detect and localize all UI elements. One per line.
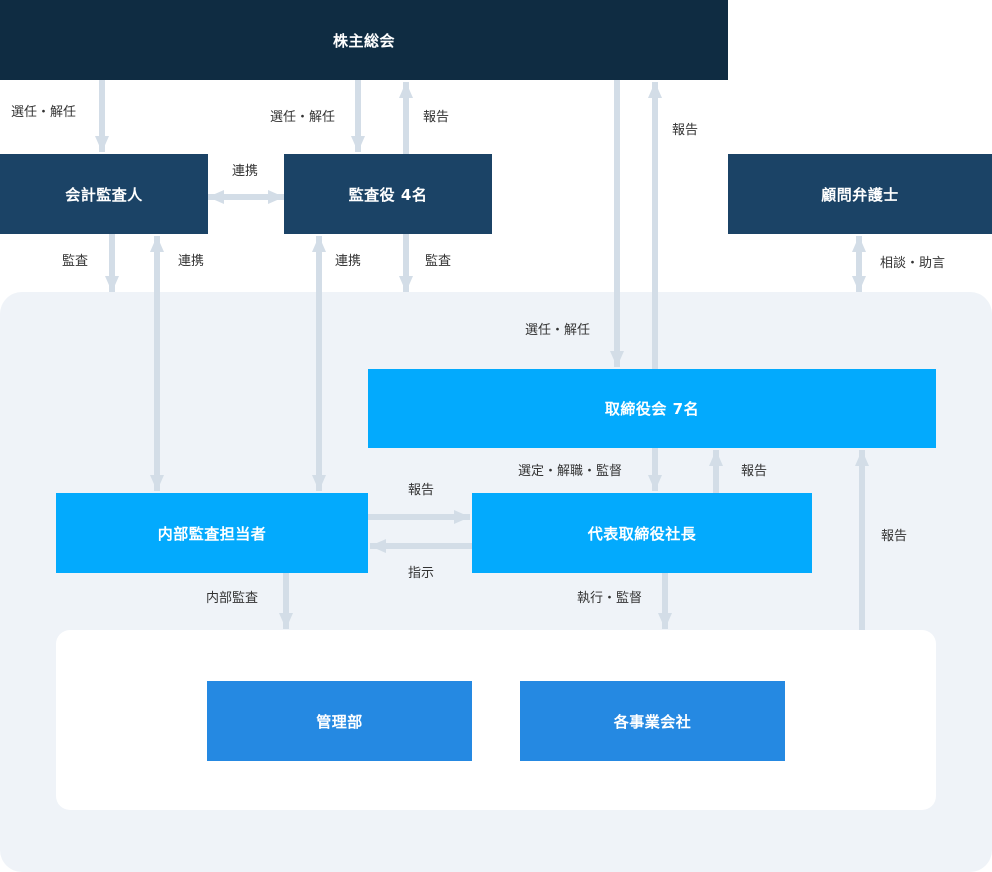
label-report-board: 報告 bbox=[672, 123, 699, 138]
label-consult-advice: 相談・助言 bbox=[880, 256, 946, 271]
departments-panel bbox=[56, 630, 936, 810]
label-report-internal-audit: 報告 bbox=[408, 483, 435, 498]
label-cooperation-auditors: 連携 bbox=[335, 254, 362, 269]
label-elect-dismiss-accounting: 選任・解任 bbox=[11, 105, 77, 120]
label-internal-audit: 内部監査 bbox=[206, 591, 259, 606]
admin-dept-box: 管理部 bbox=[207, 681, 472, 761]
label-execute-supervise: 執行・監督 bbox=[577, 591, 643, 606]
label-report-auditors: 報告 bbox=[423, 110, 450, 125]
label-audit-accounting: 監査 bbox=[62, 254, 89, 269]
label-audit-auditors: 監査 bbox=[425, 254, 452, 269]
label-report-president: 報告 bbox=[741, 464, 768, 479]
accounting-auditor-box: 会計監査人 bbox=[0, 154, 208, 234]
board-of-directors-box: 取締役会 7名 bbox=[368, 369, 936, 448]
label-cooperation-accounting: 連携 bbox=[178, 254, 205, 269]
label-elect-dismiss-auditors: 選任・解任 bbox=[270, 110, 336, 125]
internal-audit-box: 内部監査担当者 bbox=[56, 493, 368, 573]
auditors-box: 監査役 4名 bbox=[284, 154, 492, 234]
label-cooperation-top: 連携 bbox=[232, 164, 259, 179]
label-select-dismiss-supervise: 選定・解職・監督 bbox=[518, 464, 623, 479]
group-companies-box: 各事業会社 bbox=[520, 681, 785, 761]
legal-advisor-box: 顧問弁護士 bbox=[728, 154, 992, 234]
shareholders-meeting-box: 株主総会 bbox=[0, 0, 728, 80]
label-report-departments: 報告 bbox=[881, 529, 908, 544]
label-elect-dismiss-board: 選任・解任 bbox=[525, 323, 591, 338]
president-box: 代表取締役社長 bbox=[472, 493, 812, 573]
label-instruction: 指示 bbox=[408, 566, 435, 581]
